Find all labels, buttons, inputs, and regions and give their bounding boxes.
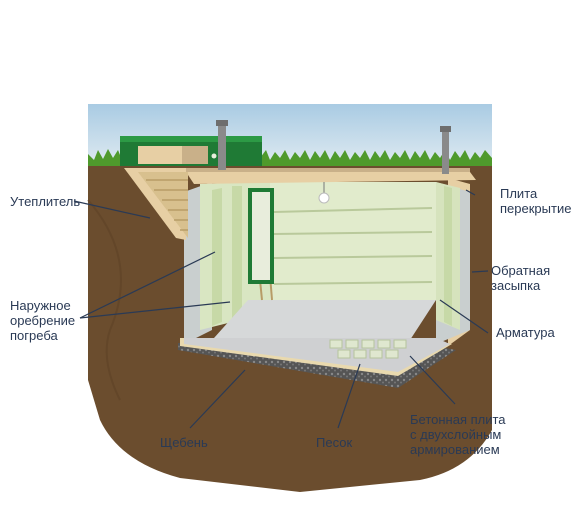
staircase bbox=[138, 172, 188, 238]
right-ribs bbox=[444, 186, 452, 326]
shelves bbox=[273, 207, 433, 285]
rebar-grid bbox=[329, 339, 407, 359]
label-sand: Песок bbox=[316, 435, 353, 450]
inner-door bbox=[248, 188, 274, 284]
label-insulation: Утеплитель bbox=[10, 194, 81, 209]
label-ceiling-slab: Плита перекрытие bbox=[500, 186, 572, 216]
vent-pipe-icon bbox=[216, 120, 228, 170]
label-backfill: Обратная засыпка bbox=[491, 263, 551, 293]
left-ribs bbox=[212, 186, 242, 326]
vent-pipe-icon bbox=[440, 126, 451, 174]
leader-lines bbox=[73, 189, 489, 429]
entrance-hatch bbox=[120, 136, 262, 166]
label-concrete-slab: Бетонная плита с двухслойным армирование… bbox=[410, 412, 506, 457]
stair-steps bbox=[146, 179, 188, 231]
label-outer-ribbing: Наружное оребрение погреба bbox=[10, 298, 76, 343]
cellar-floor bbox=[214, 300, 436, 340]
label-rebar: Арматура bbox=[496, 325, 555, 340]
label-gravel: Щебень bbox=[160, 435, 208, 450]
ceiling-slab bbox=[186, 172, 476, 184]
lamp-icon bbox=[318, 182, 330, 204]
